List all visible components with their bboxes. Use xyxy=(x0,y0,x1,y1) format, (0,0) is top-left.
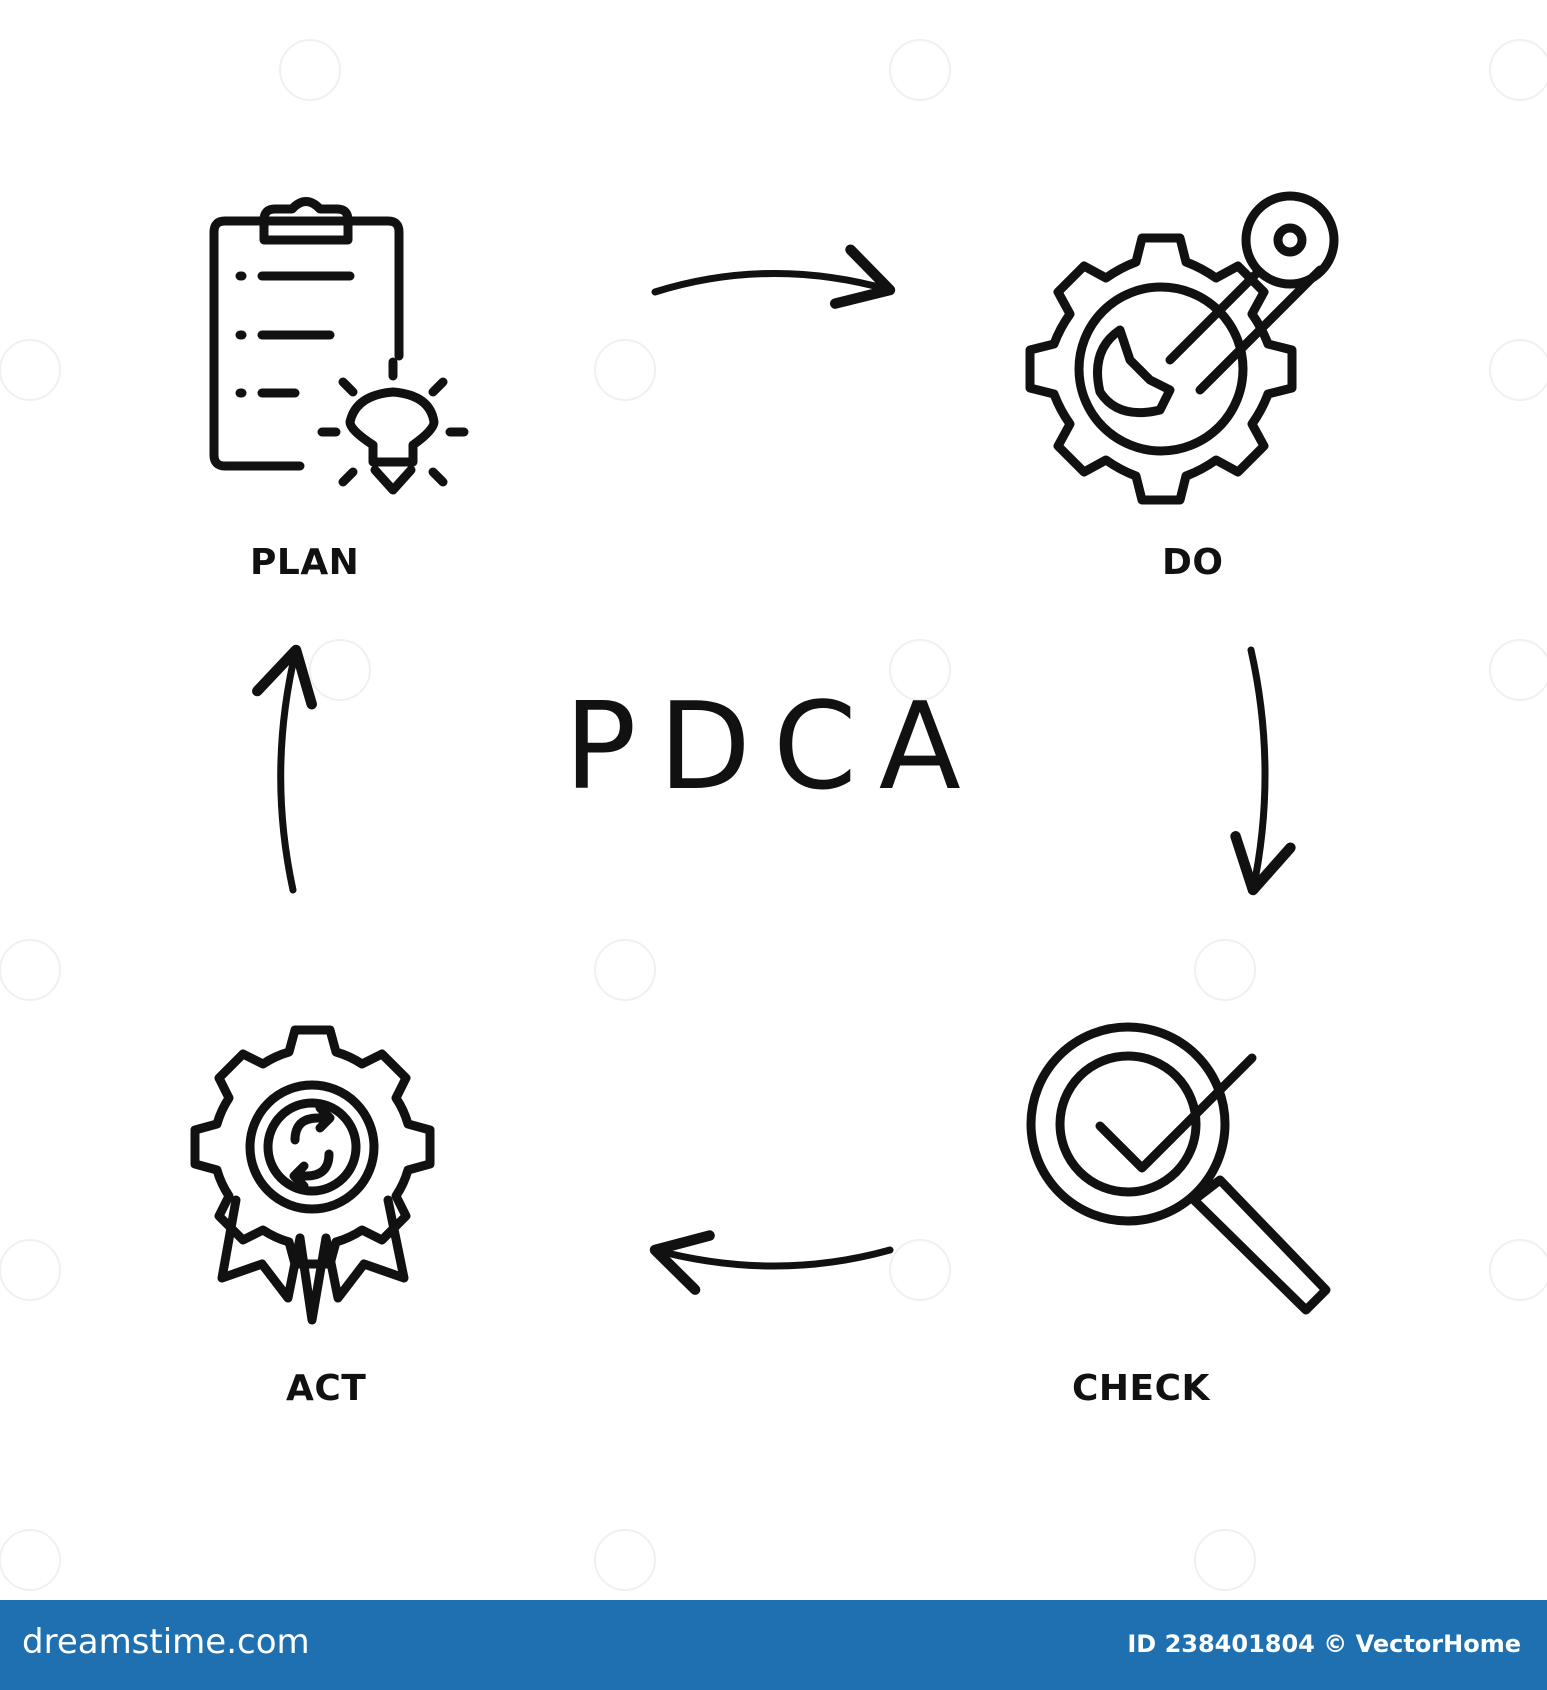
arrow-check-to-act xyxy=(649,1230,894,1295)
gear-ribbon-cycle-icon xyxy=(190,1025,435,1325)
arrow-do-to-check xyxy=(1230,646,1296,896)
act-label: ACT xyxy=(286,1368,367,1409)
magnifier-checkmark-icon xyxy=(1026,1022,1331,1315)
watermark-pattern xyxy=(0,39,1547,1591)
arrow-act-to-plan xyxy=(252,644,317,894)
cycle-arrows xyxy=(252,244,1296,1295)
brand-logo-text[interactable]: dreamstime.com xyxy=(22,1622,310,1662)
stock-id: ID 238401804 © VectorHome xyxy=(1127,1630,1521,1658)
footer-bar: dreamstime.com ID 238401804 © VectorHome xyxy=(0,1600,1547,1690)
arrow-plan-to-do xyxy=(651,244,896,309)
plan-label: PLAN xyxy=(250,542,360,583)
check-label: CHECK xyxy=(1072,1368,1210,1409)
center-title: PDCA xyxy=(564,678,983,817)
clipboard-lightbulb-icon xyxy=(209,197,469,495)
do-label: DO xyxy=(1162,542,1224,583)
gear-wrench-icon xyxy=(1025,191,1339,505)
pdca-diagram xyxy=(0,39,1547,1591)
